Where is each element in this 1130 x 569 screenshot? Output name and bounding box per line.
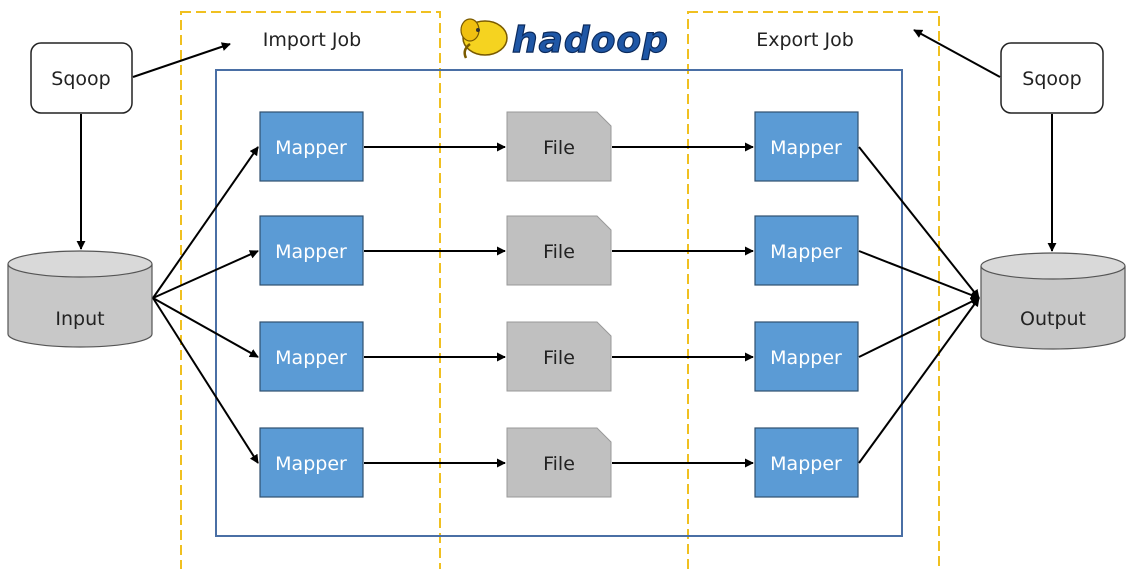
sqoop-left-label: Sqoop xyxy=(51,68,110,90)
export-mapper-2: Mapper xyxy=(754,215,859,286)
import-job-region xyxy=(180,11,441,569)
file-label: File xyxy=(543,453,575,475)
import-mapper-4: Mapper xyxy=(259,427,364,498)
arrow-mapper-4-to-output xyxy=(858,297,980,464)
input-label: Input xyxy=(55,308,104,330)
export-mapper-label: Mapper xyxy=(770,241,842,263)
arrow-sqoop-to-import xyxy=(132,42,231,78)
file-label: File xyxy=(543,347,575,369)
arrow-mapper-2-to-output xyxy=(858,250,980,300)
hadoop-elephant-icon xyxy=(460,18,508,59)
import-mapper-1: Mapper xyxy=(259,111,364,182)
export-mapper-4: Mapper xyxy=(754,427,859,498)
arrow-mapper-3-to-output xyxy=(858,297,980,358)
sqoop-left-box xyxy=(30,42,133,114)
export-mapper-1: Mapper xyxy=(754,111,859,182)
export-mapper-3: Mapper xyxy=(754,321,859,392)
arrow-sqoop-to-export xyxy=(913,29,1001,78)
export-mapper-label: Mapper xyxy=(770,453,842,475)
import-mapper-label: Mapper xyxy=(275,347,347,369)
import-mapper-label: Mapper xyxy=(275,241,347,263)
import-mapper-label: Mapper xyxy=(275,137,347,159)
export-job-label: Export Job xyxy=(756,29,854,51)
hadoop-logo-text: hadoop xyxy=(512,20,669,61)
arrow-input-to-mapper-3 xyxy=(152,297,259,358)
file-label: File xyxy=(543,241,575,263)
export-job-region xyxy=(687,11,940,569)
arrow-mapper-1-to-output xyxy=(858,146,980,299)
output-label: Output xyxy=(1020,308,1086,330)
export-mapper-label: Mapper xyxy=(770,347,842,369)
file-4: File xyxy=(506,427,612,498)
import-mapper-2: Mapper xyxy=(259,215,364,286)
arrow-input-to-mapper-1 xyxy=(152,146,259,299)
file-2: File xyxy=(506,215,612,286)
input-database: Input xyxy=(7,250,153,348)
import-mapper-label: Mapper xyxy=(275,453,347,475)
sqoop-right-box xyxy=(1000,42,1104,114)
arrows xyxy=(76,29,1057,468)
hadoop-cluster-box xyxy=(215,69,903,537)
output-database: Output xyxy=(980,252,1126,350)
arrow-input-to-mapper-4 xyxy=(152,297,259,464)
hadoop-logo: hadoop xyxy=(460,18,669,62)
file-1: File xyxy=(506,111,612,182)
import-job-label: Import Job xyxy=(263,29,361,51)
file-3: File xyxy=(506,321,612,392)
import-mapper-3: Mapper xyxy=(259,321,364,392)
sqoop-right-label: Sqoop xyxy=(1022,68,1081,90)
arrow-input-to-mapper-2 xyxy=(152,250,259,299)
export-mapper-label: Mapper xyxy=(770,137,842,159)
file-label: File xyxy=(543,137,575,159)
